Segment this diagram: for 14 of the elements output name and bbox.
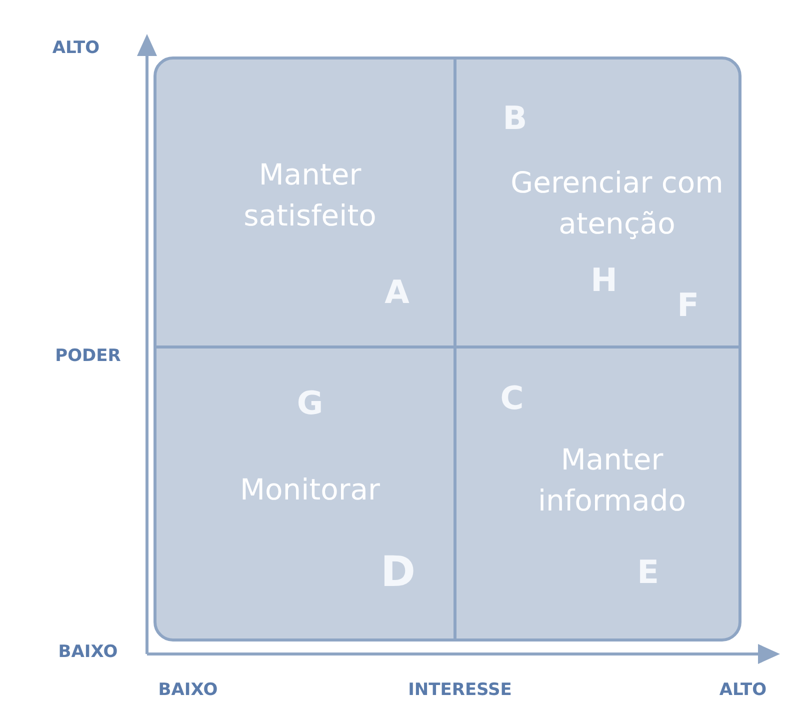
axis-label: ALTO <box>719 680 767 700</box>
axis-label: PODER <box>55 346 121 366</box>
quadrant-title: Monitorar <box>239 472 381 509</box>
quadrant <box>455 347 740 640</box>
quadrant-title: Gerenciar com atenção <box>510 164 724 242</box>
quadrant <box>455 58 740 347</box>
quadrant <box>155 58 455 347</box>
quadrant <box>155 347 455 640</box>
axis-label: INTERESSE <box>408 680 512 700</box>
axis-label: ALTO <box>52 38 100 58</box>
quadrant-title: Manter informado <box>537 441 687 519</box>
axis-label: BAIXO <box>158 680 218 700</box>
quadrant-title: Manter satisfeito <box>242 156 378 234</box>
axis-label: BAIXO <box>58 642 118 662</box>
